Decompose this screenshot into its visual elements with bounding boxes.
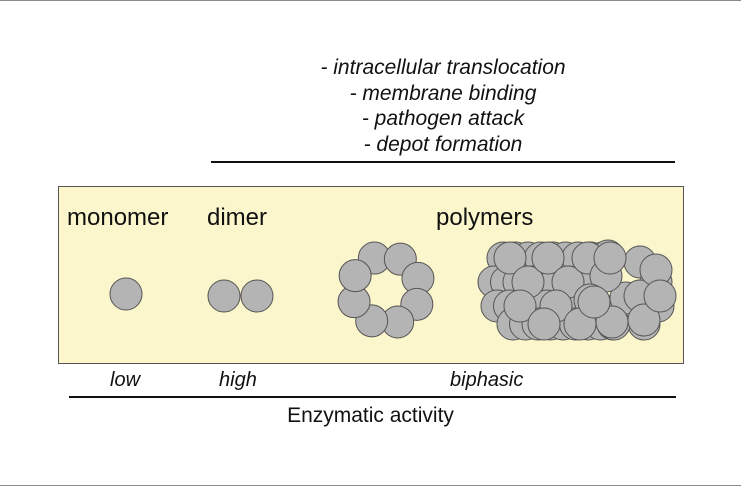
function-item: - depot formation	[363, 132, 523, 156]
monomer-shape	[109, 277, 143, 311]
activity-divider	[69, 396, 676, 398]
dimer-label: dimer	[207, 204, 268, 231]
function-item: - membrane binding	[349, 81, 537, 105]
monomer-activity: low	[110, 369, 141, 391]
dimer-shape	[207, 279, 274, 313]
top-border	[0, 0, 741, 1]
polymers-label: polymers	[436, 204, 534, 231]
subunit-circle	[593, 241, 627, 275]
subunit-circle	[109, 277, 143, 311]
subunit-circle	[627, 303, 661, 337]
subunit-circle	[643, 279, 677, 313]
axis-caption: Enzymatic activity	[287, 404, 454, 427]
subunit-circle	[207, 279, 241, 313]
subunit-circle	[577, 285, 611, 319]
dimer-activity: high	[219, 369, 257, 391]
functions-divider	[211, 161, 675, 163]
subunit-circle	[531, 241, 565, 275]
monomer-label: monomer	[67, 204, 169, 231]
ring-polymer-shape	[337, 241, 435, 339]
subunit-circle	[240, 279, 274, 313]
polymers-activity: biphasic	[450, 369, 524, 391]
subunit-circle	[493, 241, 527, 275]
function-item: - pathogen attack	[361, 107, 525, 130]
functions-list: - intracellular translocation - membrane…	[212, 55, 674, 157]
subunit-circle	[503, 289, 537, 323]
tube-polymer-shape	[477, 239, 677, 341]
subunit-circle	[338, 259, 372, 293]
function-item: - intracellular translocation	[320, 56, 566, 79]
subunit-circle	[527, 307, 561, 341]
